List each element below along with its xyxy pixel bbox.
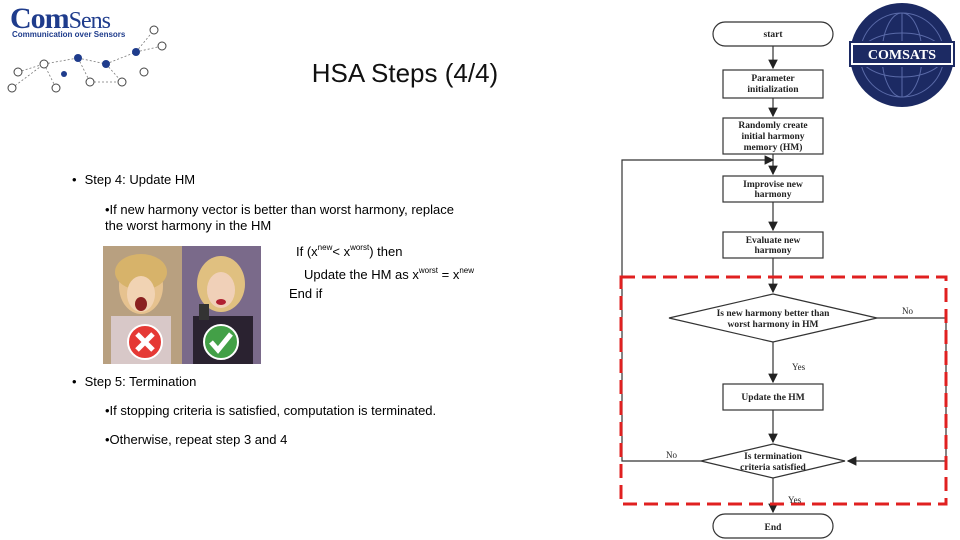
svg-text:initialization: initialization — [747, 85, 799, 95]
comsats-label: COMSATS — [868, 48, 936, 63]
condition-update-line: Update the HM as xworst = xnew — [304, 263, 474, 283]
step5-line1: •If stopping criteria is satisfied, comp… — [105, 403, 436, 419]
svg-text:End: End — [765, 523, 783, 533]
step5-bullet: •Step 5: Termination — [72, 374, 196, 389]
singer-comparison-image — [103, 246, 261, 364]
cross-icon — [128, 325, 162, 359]
svg-text:Evaluate new: Evaluate new — [746, 236, 801, 246]
comparison-photo — [103, 246, 261, 364]
svg-text:No: No — [666, 450, 677, 460]
svg-text:Update the HM: Update the HM — [741, 393, 804, 403]
svg-text:Is new harmony better than: Is new harmony better than — [717, 309, 830, 319]
svg-text:Randomly create: Randomly create — [738, 121, 807, 131]
step5-line2: •Otherwise, repeat step 3 and 4 — [105, 432, 287, 448]
svg-text:start: start — [764, 30, 784, 40]
svg-text:Yes: Yes — [788, 495, 802, 505]
svg-text:initial harmony: initial harmony — [741, 132, 804, 142]
svg-text:memory (HM): memory (HM) — [744, 142, 803, 153]
check-icon — [204, 325, 238, 359]
svg-text:criteria satisfied: criteria satisfied — [740, 463, 806, 473]
svg-text:worst harmony in HM: worst harmony in HM — [727, 320, 818, 330]
svg-text:Yes: Yes — [792, 362, 806, 372]
svg-text:No: No — [902, 306, 913, 316]
condition-endif-line: End if — [289, 286, 322, 302]
svg-text:Improvise new: Improvise new — [743, 180, 803, 190]
logo-tagline: Communication over Sensors — [12, 30, 125, 39]
globe-icon: COMSATS — [848, 2, 956, 108]
step4-bullet: •Step 4: Update HM — [72, 172, 195, 187]
svg-text:harmony: harmony — [755, 190, 792, 200]
svg-text:harmony: harmony — [755, 246, 792, 256]
comsats-logo: COMSATS — [848, 2, 956, 108]
svg-text:Is termination: Is termination — [744, 452, 803, 462]
condition-if-line: If (xnew< xworst) then — [296, 240, 402, 260]
comsens-logo: ComSens Communication over Sensors — [4, 2, 174, 102]
step4-description: •If new harmony vector is better than wo… — [105, 202, 525, 234]
svg-text:Parameter: Parameter — [751, 74, 795, 84]
slide-title: HSA Steps (4/4) — [250, 58, 560, 89]
